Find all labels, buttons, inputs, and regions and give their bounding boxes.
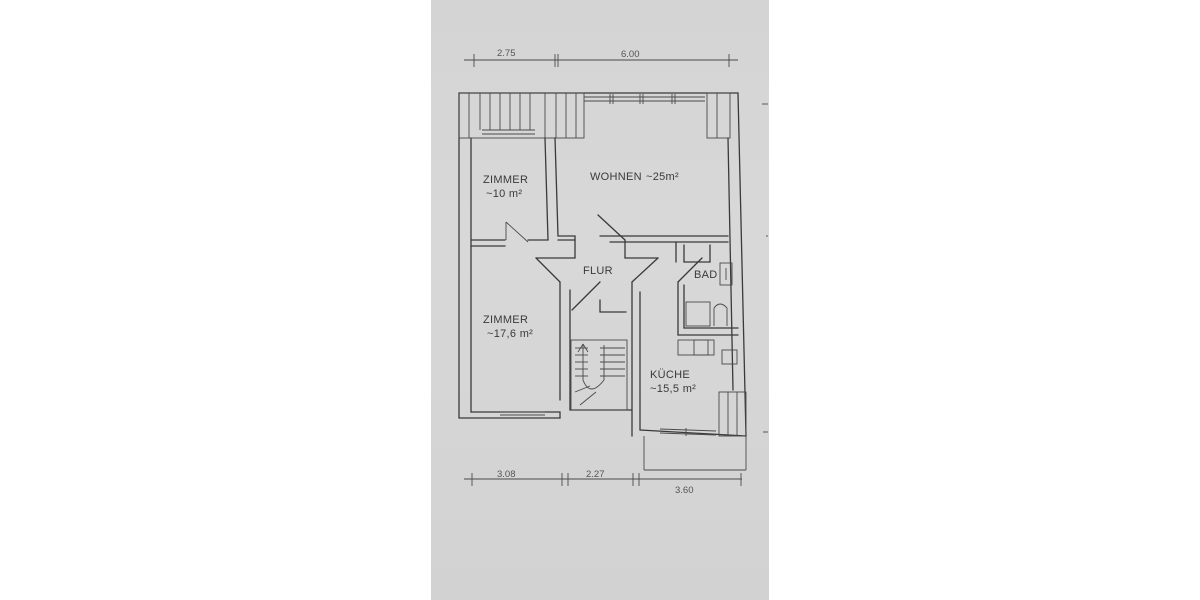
room-labels: ZIMMER ~10 m² WOHNEN ~25m² FLUR BAD ZIMM… xyxy=(483,171,718,395)
label-wohnen: WOHNEN xyxy=(590,171,642,183)
bathroom-fixtures xyxy=(677,262,738,365)
dim-bottom-1: 3.08 xyxy=(497,469,516,480)
label-wohnen-area: ~25m² xyxy=(646,171,679,183)
label-kueche: KÜCHE xyxy=(650,369,690,381)
top-left-parapet xyxy=(458,92,585,139)
dim-bottom-3: 3.60 xyxy=(675,485,694,496)
dim-top-1: 2.75 xyxy=(497,48,516,59)
bottom-dimension-line: 3.08 2.27 3.60 xyxy=(464,469,742,496)
top-dimension-line: 2.75 6.00 xyxy=(464,48,738,67)
staircase xyxy=(570,339,628,411)
top-windows xyxy=(584,92,731,139)
interior-walls xyxy=(470,137,739,411)
label-zimmer-large-area: ~17,6 m² xyxy=(487,328,533,340)
label-kueche-area: ~15,5 m² xyxy=(650,383,696,395)
label-bad: BAD xyxy=(694,269,718,281)
dim-bottom-2: 2.27 xyxy=(586,469,605,480)
bottom-windows xyxy=(500,391,747,471)
label-zimmer-small: ZIMMER xyxy=(483,174,528,186)
side-ticks xyxy=(762,103,768,433)
label-flur: FLUR xyxy=(583,265,613,277)
label-zimmer-small-area: ~10 m² xyxy=(486,188,522,200)
dim-top-2: 6.00 xyxy=(621,49,640,60)
label-zimmer-large: ZIMMER xyxy=(483,314,528,326)
